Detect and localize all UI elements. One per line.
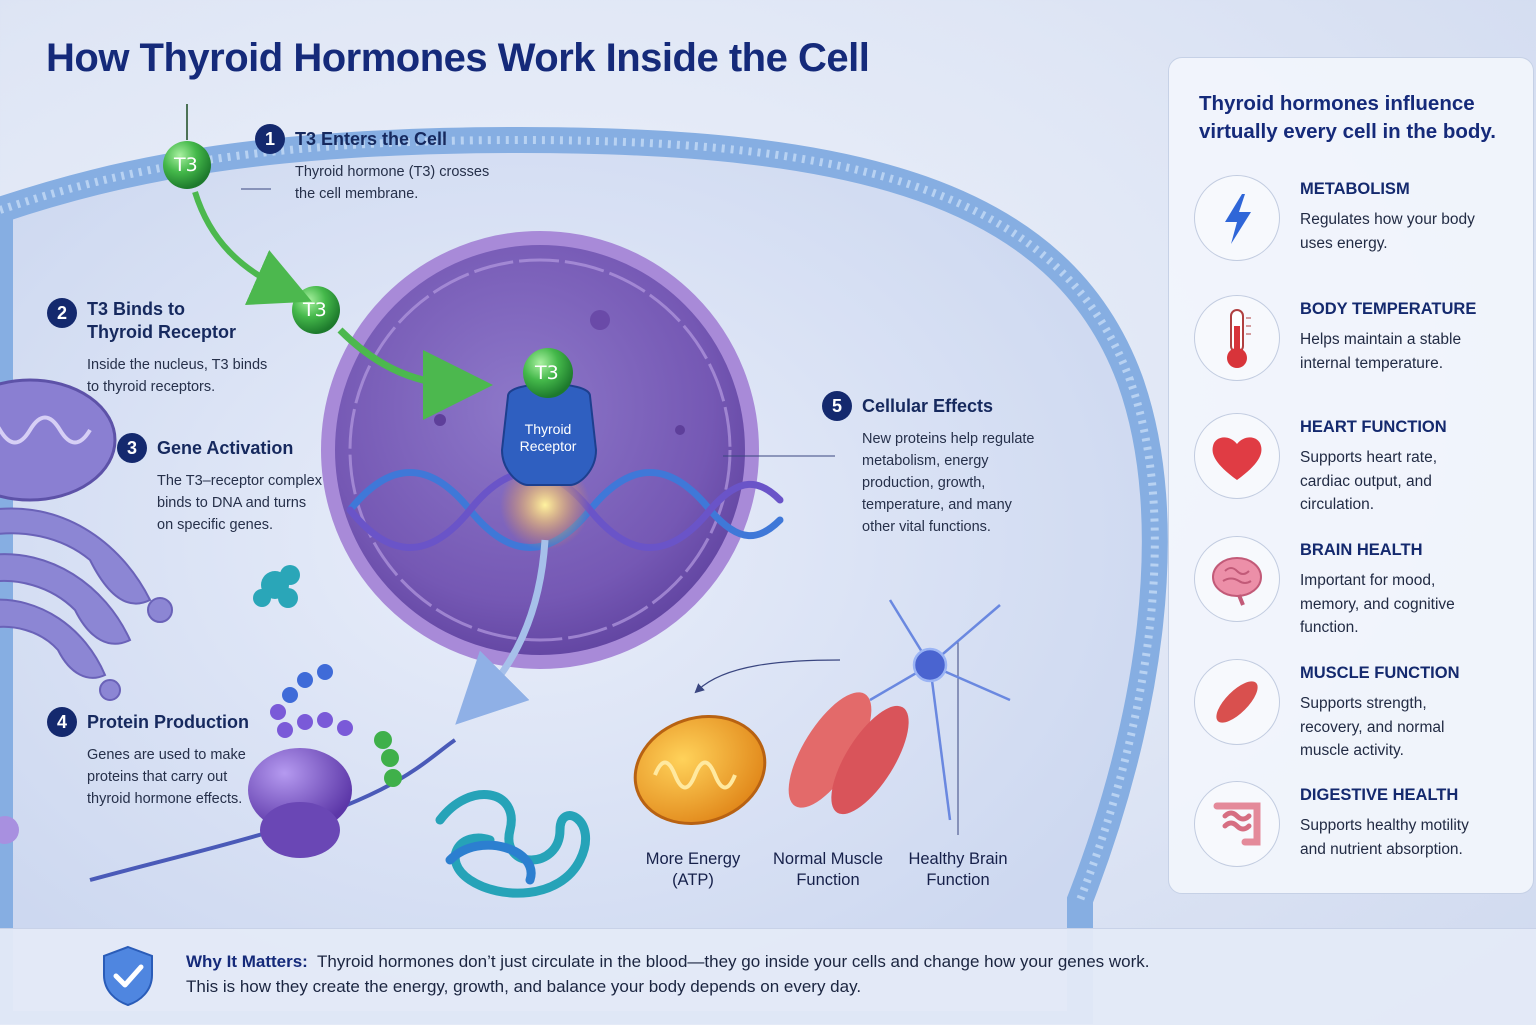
outcome-muscle <box>788 692 909 815</box>
step-number: 4 <box>47 707 77 737</box>
step-heading: T3 Enters the Cell <box>295 129 448 149</box>
step-body: The T3–receptor complex binds to DNA and… <box>157 473 322 533</box>
heart-icon <box>1194 413 1280 499</box>
outcome-muscle-label: Normal Muscle Function <box>772 850 884 889</box>
footer-text: Why It Matters: Thyroid hormones don’t j… <box>186 949 1150 999</box>
effect-muscle-function: MUSCLE FUNCTION Supports strength, recov… <box>1194 659 1524 759</box>
brain-icon <box>1194 536 1280 622</box>
polypeptide-chain <box>270 664 402 787</box>
page-title: How Thyroid Hormones Work Inside the Cel… <box>46 36 870 80</box>
step-body: Inside the nucleus, T3 binds to thyroid … <box>87 357 268 395</box>
effect-brain-health: BRAIN HEALTH Important for mood, memory,… <box>1194 536 1524 636</box>
golgi-apparatus <box>0 507 173 701</box>
protein-small <box>253 565 300 608</box>
step-number: 3 <box>117 433 147 463</box>
receptor-label: Thyroid Receptor <box>519 421 577 454</box>
t3-label-membrane: T3 <box>303 299 327 321</box>
step-heading: Cellular Effects <box>862 396 994 416</box>
muscle-icon <box>1194 659 1280 745</box>
intestine-icon <box>1194 781 1280 867</box>
step-body: Thyroid hormone (T3) crosses the cell me… <box>295 164 490 202</box>
arrow-t3-entry <box>192 191 312 305</box>
folded-protein <box>435 790 591 898</box>
t3-label-bound: T3 <box>535 362 559 384</box>
effects-panel: Thyroid hormones influence virtually eve… <box>1168 57 1534 894</box>
effect-heart-function: HEART FUNCTION Supports heart rate, card… <box>1194 413 1524 513</box>
step-heading: Gene Activation <box>157 438 294 458</box>
lightning-icon <box>1194 175 1280 261</box>
mitochondrion-left <box>0 378 117 502</box>
shield-check-icon <box>103 945 153 1007</box>
step-number: 2 <box>47 298 77 328</box>
outcome-neuron <box>869 599 1011 821</box>
step-4: 4 Protein Production Genes are used to m… <box>47 707 249 810</box>
step-number: 1 <box>255 124 285 154</box>
why-it-matters-footer: Why It Matters: Thyroid hormones don’t j… <box>0 928 1536 1025</box>
step-5: 5 Cellular Effects New proteins help reg… <box>822 391 1035 538</box>
outcome-energy-label: More Energy (ATP) <box>645 850 741 889</box>
panel-heading: Thyroid hormones influence virtually eve… <box>1199 92 1496 143</box>
footer-label: Why It Matters: <box>186 952 308 971</box>
effect-body-temperature: BODY TEMPERATURE Helps maintain a stable… <box>1194 295 1524 395</box>
t3-molecule-outside <box>163 141 211 189</box>
effect-metabolism: METABOLISM Regulates how your body uses … <box>1194 175 1524 275</box>
arrow-t3-nucleus <box>337 327 493 420</box>
step-1: 1 T3 Enters the Cell Thyroid hormone (T3… <box>255 124 489 205</box>
step-body: New proteins help regulate metabolism, e… <box>862 431 1035 535</box>
footer-line-1: Thyroid hormones don’t just circulate in… <box>316 952 1150 971</box>
step-heading: T3 Binds to Thyroid Receptor <box>87 299 237 342</box>
step-number: 5 <box>822 391 852 421</box>
footer-line-2: This is how they create the energy, grow… <box>186 977 862 996</box>
arrow-gene-protein <box>455 539 549 725</box>
step-2: 2 T3 Binds to Thyroid Receptor Inside th… <box>47 298 267 398</box>
thermometer-icon <box>1194 295 1280 381</box>
ribosome <box>89 738 457 882</box>
outcome-mitochondrion <box>633 715 767 825</box>
step-3: 3 Gene Activation The T3–receptor comple… <box>117 433 322 536</box>
t3-molecule-bound <box>523 348 573 398</box>
t3-label-outside: T3 <box>174 154 198 176</box>
step-heading: Protein Production <box>87 712 249 732</box>
effect-digestive-health: DIGESTIVE HEALTH Supports healthy motili… <box>1194 781 1524 881</box>
step-body: Genes are used to make proteins that car… <box>87 747 246 807</box>
outcome-brain-label: Healthy Brain Function <box>908 850 1008 889</box>
